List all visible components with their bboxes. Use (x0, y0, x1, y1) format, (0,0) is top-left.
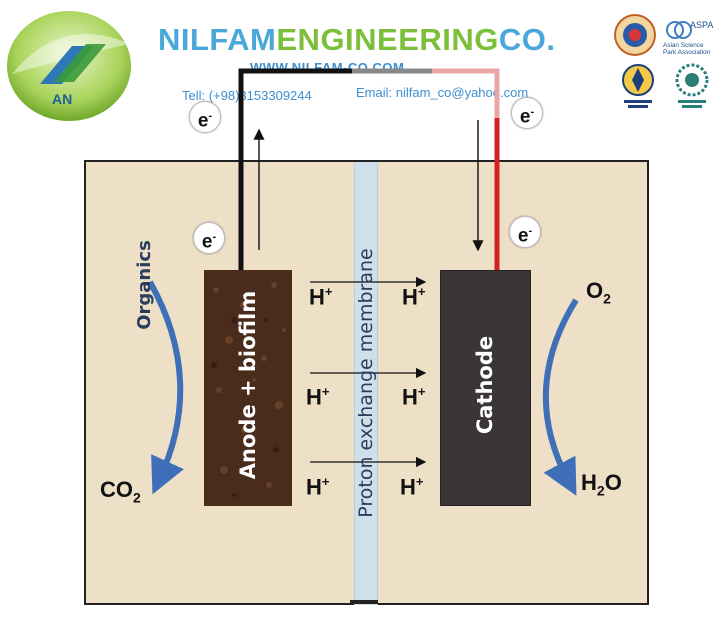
organics-label: Organics (134, 240, 155, 330)
electron-bubble-top-left: e- (189, 101, 221, 133)
aspa-line2-text: Asian Science (663, 42, 704, 49)
membrane-label: Proton exchange membrane (355, 248, 377, 518)
aspa-line3-text: Park Association (663, 49, 711, 56)
company-name-part2: ENGINEERING (276, 22, 499, 57)
company-name: NILFAMENGINEERINGCO. (158, 22, 556, 58)
electron-bubble-mid-right: e- (509, 216, 541, 248)
website-link[interactable]: WWW.NILFAM-CO.COM (250, 60, 405, 75)
email-link[interactable]: Email: nilfam_co@yahoo.com (356, 85, 529, 100)
anode-label: Anode + biofilm (236, 290, 260, 480)
aspa-text: ASPA (690, 20, 713, 30)
electron-charge: - (212, 231, 217, 243)
company-logo: AN (7, 11, 131, 121)
logo-initials: AN (52, 91, 72, 107)
proton-exchange-membrane (354, 162, 378, 605)
electron-symbol: e (519, 106, 531, 128)
science-park-logo-icon (622, 64, 654, 108)
electron-bubble-mid-left: e- (193, 222, 225, 254)
electron-charge: - (208, 110, 213, 122)
electron-bubble-top-right: e- (511, 97, 543, 129)
aspa-logo-icon: ASPA Asian Science Park Association (663, 20, 713, 56)
proton-right-top: H+ (402, 284, 426, 310)
electron-charge: - (528, 225, 533, 237)
company-name-part1: NILFAM (158, 22, 277, 57)
h2o-label: H2O (581, 470, 622, 499)
proton-left-bottom: H+ (306, 474, 330, 500)
cathode-label: Cathode (473, 335, 497, 435)
electron-symbol: e (517, 225, 529, 247)
proton-right-middle: H+ (402, 384, 426, 410)
electron-symbol: e (197, 110, 209, 132)
proton-left-top: H+ (309, 284, 333, 310)
electron-charge: - (530, 106, 535, 118)
proton-right-bottom: H+ (400, 474, 424, 500)
cathode-electrode (440, 270, 531, 506)
o2-label: O2 (586, 278, 611, 307)
company-name-part3: CO. (498, 22, 556, 57)
electron-symbol: e (201, 231, 213, 253)
proton-left-middle: H+ (306, 384, 330, 410)
isfahan-park-logo-icon (675, 63, 709, 108)
anode-biofilm-electrode (204, 270, 292, 506)
association-seal-icon (614, 14, 656, 56)
co2-label: CO2 (100, 477, 141, 506)
